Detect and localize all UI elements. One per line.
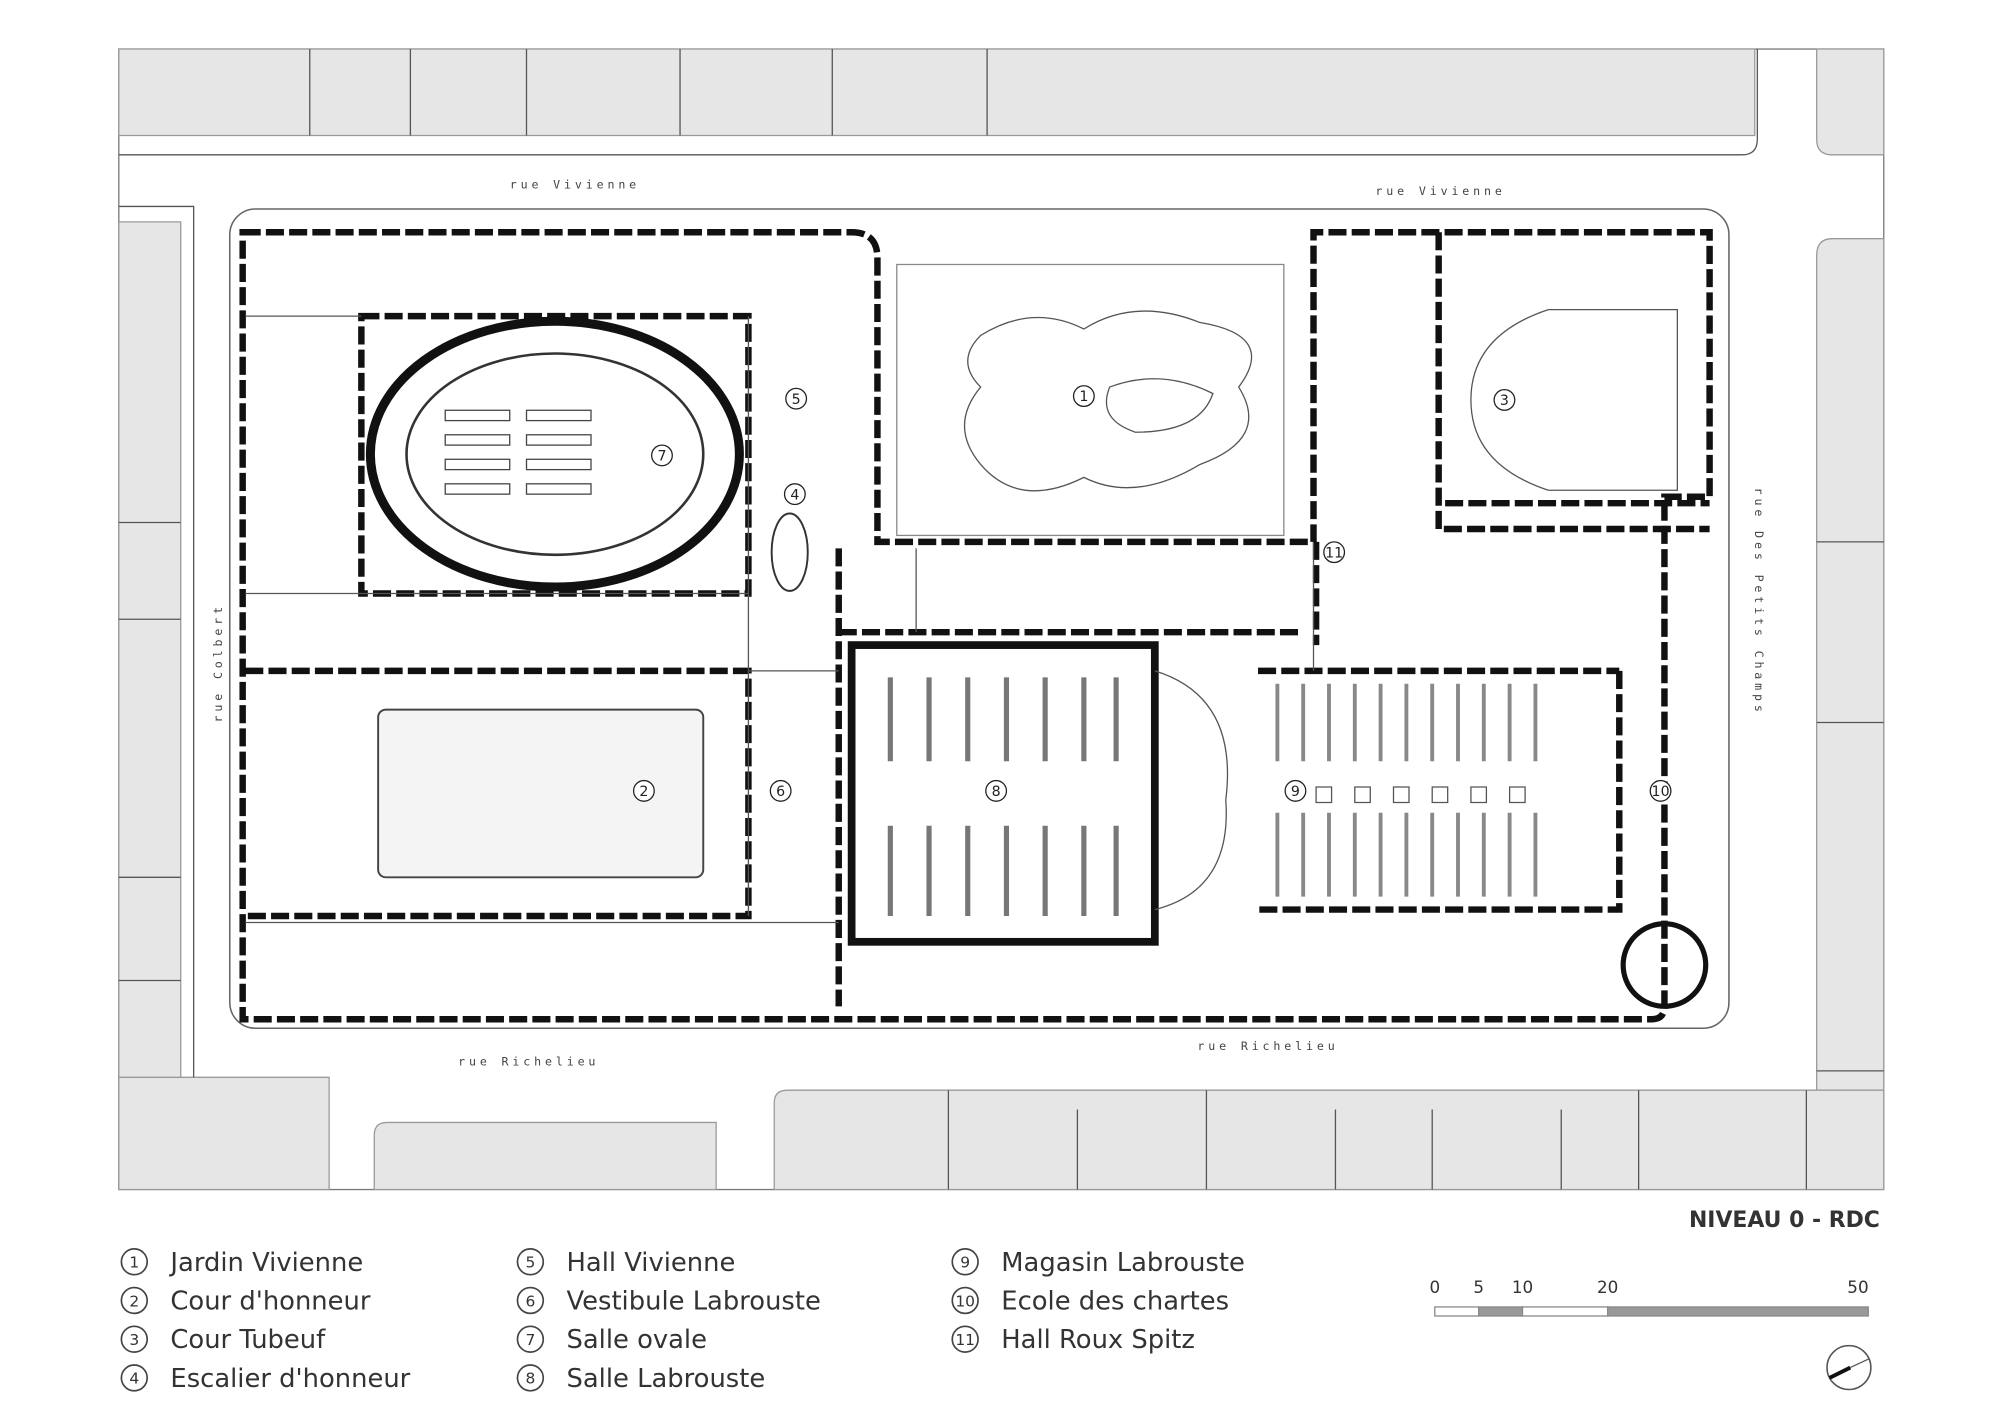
- legend-number: 8: [525, 1370, 535, 1388]
- legend-number: 10: [955, 1292, 975, 1310]
- room-marker: 11: [1323, 541, 1346, 564]
- salle-labrouste: [847, 641, 1159, 946]
- legend-label: Escalier d'honneur: [170, 1364, 410, 1394]
- legend-label: Hall Roux Spitz: [1001, 1325, 1195, 1355]
- legend-number: 11: [955, 1331, 975, 1349]
- room-number: 9: [1291, 784, 1300, 800]
- room-marker: 3: [1493, 388, 1516, 411]
- legend-item: 9 Magasin Labrouste: [951, 1248, 1245, 1278]
- legend-item: 6 Vestibule Labrouste: [516, 1287, 821, 1317]
- legend-label: Magasin Labrouste: [1001, 1248, 1245, 1278]
- legend-item: 3 Cour Tubeuf: [120, 1325, 326, 1355]
- legend-item: 4 Escalier d'honneur: [120, 1364, 411, 1394]
- scale-tick: 10: [1512, 1277, 1533, 1297]
- map-frame: [118, 48, 1885, 1191]
- room-number: 6: [776, 784, 785, 800]
- legend-label: Cour d'honneur: [170, 1287, 370, 1317]
- street-label-richelieu: rue Richelieu: [1197, 1039, 1338, 1053]
- legend-number: 9: [960, 1254, 970, 1272]
- room-number: 1: [1079, 389, 1088, 405]
- surrounding-blocks: [118, 48, 1885, 1191]
- legend-label: Jardin Vivienne: [168, 1248, 363, 1278]
- legend-label: Salle ovale: [567, 1325, 708, 1355]
- room-number: 2: [639, 784, 648, 800]
- room-number: 8: [992, 784, 1001, 800]
- legend-number: 3: [129, 1331, 139, 1349]
- level-title: NIVEAU 0 - RDC: [1689, 1208, 1880, 1233]
- scale-tick: 5: [1473, 1277, 1484, 1297]
- room-marker: 6: [769, 779, 792, 802]
- room-markers: 1 2 3 4 5 6 7 8 9 10 11: [632, 385, 1672, 802]
- legend-item: 10 Ecole des chartes: [951, 1287, 1229, 1317]
- room-marker: 9: [1284, 779, 1307, 802]
- legend-number: 7: [525, 1331, 535, 1349]
- room-number: 4: [790, 487, 799, 503]
- room-marker: 4: [783, 483, 806, 506]
- room-number: 11: [1325, 545, 1343, 561]
- legend-label: Cour Tubeuf: [170, 1325, 326, 1355]
- room-marker: 5: [785, 387, 808, 410]
- room-number: 5: [792, 392, 801, 408]
- scale-bar: 0 5 10 20 50: [1429, 1277, 1869, 1317]
- legend-label: Vestibule Labrouste: [567, 1287, 821, 1317]
- legend-item: 2 Cour d'honneur: [120, 1287, 371, 1317]
- street-label-petits-champs: rue Des Petits Champs: [1752, 488, 1766, 716]
- street-label-colbert: rue Colbert: [211, 603, 225, 722]
- legend-number: 2: [129, 1292, 139, 1310]
- legend-number: 5: [525, 1254, 535, 1272]
- legend-label: Hall Vivienne: [567, 1248, 736, 1278]
- legend-item: 8 Salle Labrouste: [516, 1364, 766, 1394]
- room-number: 3: [1500, 393, 1509, 409]
- room-marker: 8: [985, 779, 1008, 802]
- legend-item: 11 Hall Roux Spitz: [951, 1325, 1195, 1355]
- cour-honneur: [377, 708, 705, 879]
- street-label-vivienne: rue Vivienne: [1375, 184, 1505, 198]
- legend-number: 4: [129, 1370, 139, 1388]
- legend-item: 1 Jardin Vivienne: [120, 1248, 363, 1278]
- street-label-richelieu: rue Richelieu: [458, 1055, 599, 1069]
- street-label-vivienne: rue Vivienne: [510, 177, 640, 191]
- north-arrow-icon: [1826, 1344, 1872, 1391]
- legend-item: 5 Hall Vivienne: [516, 1248, 736, 1278]
- scale-tick: 50: [1847, 1277, 1868, 1297]
- room-marker: 1: [1072, 385, 1095, 408]
- scale-tick: 20: [1597, 1277, 1618, 1297]
- legend-item: 7 Salle ovale: [516, 1325, 708, 1355]
- site-outline: [228, 208, 1730, 1030]
- room-marker: 2: [632, 779, 655, 802]
- legend-label: Salle Labrouste: [567, 1364, 766, 1394]
- building: [239, 229, 1713, 1023]
- legend-label: Ecole des chartes: [1001, 1287, 1229, 1317]
- legend-number: 6: [525, 1292, 535, 1310]
- legend: 1 Jardin Vivienne 2 Cour d'honneur 3 Cour Tub…: [120, 1248, 1245, 1394]
- scale-tick: 0: [1429, 1277, 1440, 1297]
- room-number: 10: [1652, 784, 1670, 800]
- room-marker: 7: [651, 444, 673, 467]
- room-number: 7: [657, 449, 666, 465]
- room-marker: 10: [1649, 779, 1672, 802]
- legend-number: 1: [129, 1254, 139, 1272]
- salle-ovale: [365, 316, 744, 592]
